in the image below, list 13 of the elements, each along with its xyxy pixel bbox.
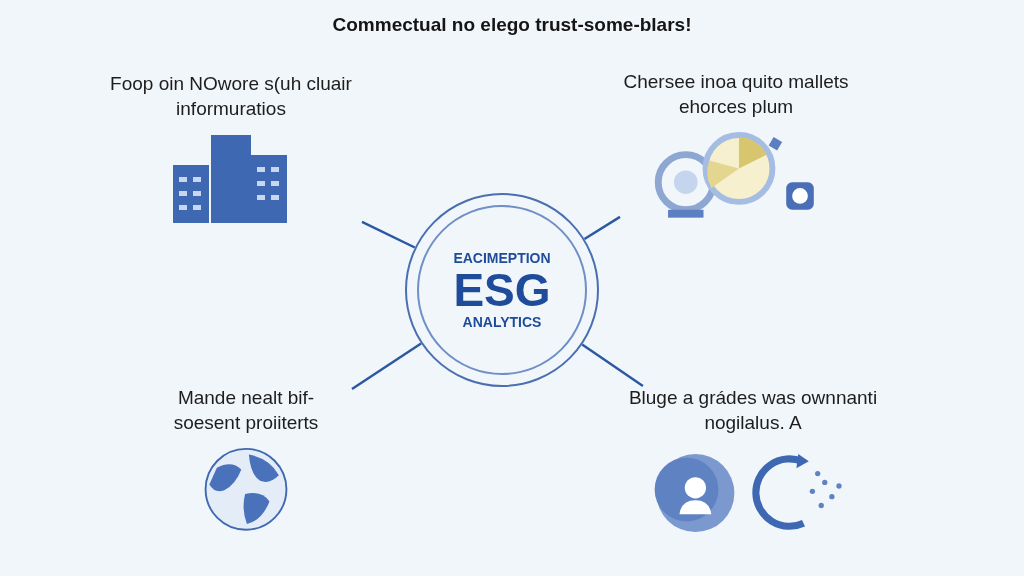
topic-label: Chersee inoa quito mallets ehorces plum — [622, 70, 850, 119]
topic-label: Mande nealt bif- soesent proiiterts — [172, 386, 320, 435]
hub-circle — [405, 193, 599, 387]
topic-label: Bluge a grádes was ownnanti nogilalus. A — [627, 386, 879, 435]
connector-line — [361, 220, 416, 249]
diagram-title: Commectual no elego trust-some-blars! — [331, 14, 693, 36]
connector-line — [583, 215, 621, 240]
hub-subtitle: ANALYTICS — [462, 314, 542, 331]
connector-line — [581, 343, 644, 387]
connector-line — [351, 342, 422, 391]
hub-title: ESG — [453, 265, 551, 315]
hub-subtitle: EACIMEPTION — [453, 249, 551, 266]
topic-label: Foop oin NOwore s(uh cluair informuratios — [109, 72, 353, 121]
